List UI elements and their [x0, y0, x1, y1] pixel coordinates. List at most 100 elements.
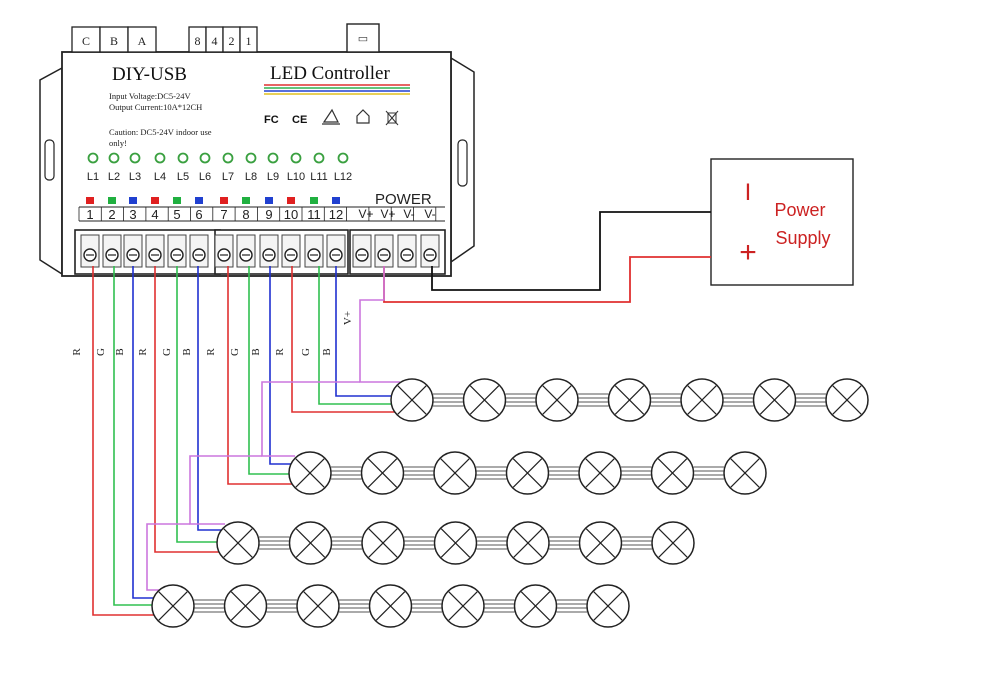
negative-supply-wire — [431, 211, 711, 291]
controller-title: LED Controller — [270, 63, 390, 84]
channel-color-marker — [129, 197, 137, 204]
led-lamp-cross — [657, 458, 688, 488]
switch-label: A — [138, 34, 147, 48]
led-lamp-cross — [593, 591, 623, 621]
led-label: L1 — [87, 171, 99, 183]
dip-switch-cell[interactable] — [239, 26, 258, 53]
indicator-led — [108, 152, 120, 164]
wire-label: B — [250, 348, 262, 355]
led-label: L10 — [287, 171, 305, 183]
indicator-led — [290, 152, 302, 164]
rohs-icon — [322, 108, 340, 125]
channel-number: 3 — [129, 207, 136, 222]
led-strip — [390, 378, 869, 422]
wire-green — [176, 266, 225, 543]
channel-number: 8 — [242, 207, 249, 222]
power-terminal-label: V+ — [380, 207, 395, 221]
led-label: L11 — [310, 171, 328, 183]
led-label: L6 — [199, 171, 211, 183]
channel-number: 4 — [151, 207, 158, 222]
power-label: POWER — [375, 191, 432, 208]
caution-line-2: only! — [109, 138, 127, 148]
wire-blue — [132, 266, 160, 599]
indicator-led — [337, 152, 349, 164]
caution-line-1: Caution: DC5-24V indoor use — [109, 127, 212, 137]
indicator-led — [267, 152, 279, 164]
wire-label: B — [181, 348, 193, 355]
output-current: Output Current:10A*12CH — [109, 102, 202, 112]
channel-color-marker — [220, 197, 228, 204]
wire-label: B — [321, 348, 333, 355]
channel-number: 1 — [86, 207, 93, 222]
channel-color-marker — [332, 197, 340, 204]
indicator-led — [177, 152, 189, 164]
wire-label: G — [229, 348, 241, 356]
led-lamp-cross — [230, 591, 261, 621]
indicator-led — [222, 152, 234, 164]
led-label: L8 — [245, 171, 257, 183]
led-lamp-cross — [375, 591, 406, 621]
indicator-led — [154, 152, 166, 164]
dip-switch-label: 1 — [246, 34, 252, 48]
switch-label: B — [110, 34, 118, 48]
led-label: L3 — [129, 171, 141, 183]
switch-cell[interactable] — [127, 26, 157, 53]
led-lamp-cross — [687, 385, 717, 415]
indicator-led — [129, 152, 141, 164]
channel-number: 9 — [265, 207, 272, 222]
channel-color-marker — [86, 197, 94, 204]
wire-label: R — [71, 348, 83, 356]
fc-mark: FC — [264, 114, 279, 126]
wire-green — [318, 266, 400, 405]
led-lamp-cross — [368, 528, 398, 558]
led-label: L4 — [154, 171, 166, 183]
channel-number: 5 — [173, 207, 180, 222]
wire-label: R — [205, 348, 217, 356]
led-lamp-cross — [513, 528, 543, 558]
channel-color-marker — [310, 197, 318, 204]
channel-color-marker — [195, 197, 203, 204]
led-strip — [216, 521, 695, 565]
wire-label: B — [114, 348, 126, 355]
wire-blue — [269, 266, 295, 465]
usb-port-glyph: ▭ — [358, 33, 368, 45]
indicator-led — [313, 152, 325, 164]
usb-port[interactable] — [346, 23, 380, 53]
channel-number: 11 — [307, 207, 321, 222]
led-lamp-cross — [759, 385, 790, 415]
wire-violet — [189, 455, 262, 525]
channel-number: 7 — [220, 207, 227, 222]
wire-label: G — [300, 348, 312, 356]
led-lamp-cross — [512, 458, 543, 488]
plus-terminal-symbol: + — [739, 236, 757, 269]
led-label: L9 — [267, 171, 279, 183]
led-label: L2 — [108, 171, 120, 183]
wire-violet — [359, 266, 400, 383]
wire-label: G — [161, 348, 173, 356]
wire-label: R — [137, 348, 149, 356]
channel-number: 10 — [284, 207, 298, 222]
power-supply-label-1: Power — [774, 200, 825, 220]
led-strip — [151, 584, 630, 628]
input-voltage: Input Voltage:DC5-24V — [109, 91, 191, 101]
led-lamp-cross — [730, 458, 760, 488]
power-terminal-label: V- — [424, 207, 435, 221]
led-strips — [151, 378, 869, 628]
led-lamp-cross — [614, 385, 645, 415]
weee-bin-icon — [385, 110, 399, 126]
channel-color-marker — [242, 197, 250, 204]
led-lamp-cross — [520, 591, 551, 621]
wire-violet — [261, 381, 360, 457]
power-supply-label-2: Supply — [775, 228, 830, 248]
dip-switch-label: 4 — [212, 34, 218, 48]
wire-label: R — [274, 348, 286, 356]
switch-cell[interactable] — [71, 26, 101, 53]
led-label: L5 — [177, 171, 189, 183]
led-strip — [288, 451, 767, 495]
led-lamp-cross — [397, 385, 427, 415]
